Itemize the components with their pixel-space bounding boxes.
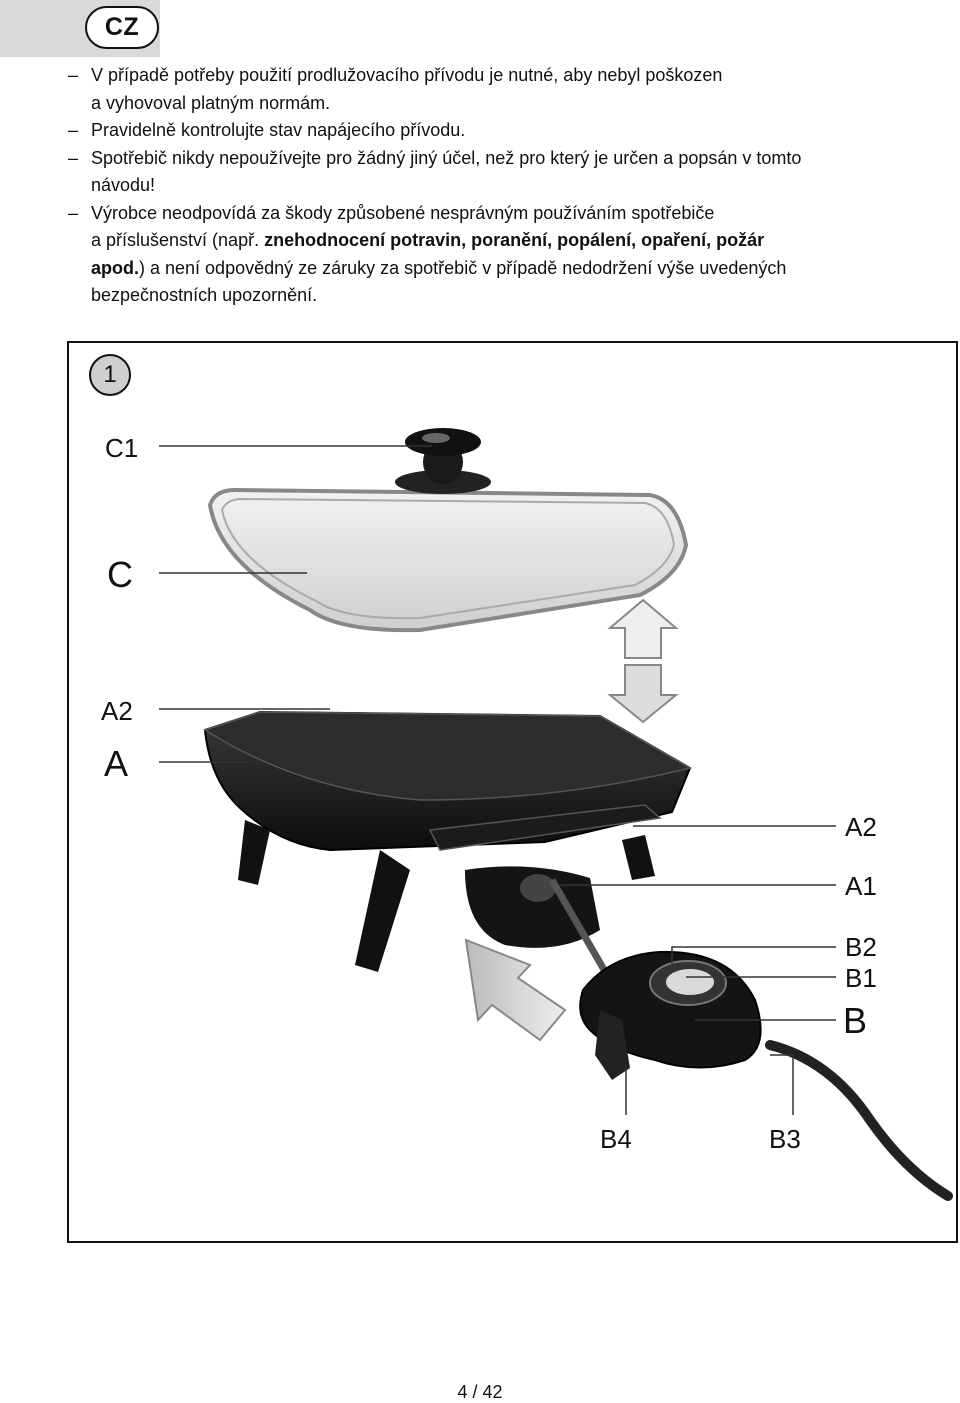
bullet-text-bold: znehodnocení potravin, poranění, popálen…: [264, 230, 765, 250]
bullet-dash: –: [68, 120, 79, 140]
bullet-line: apod.) a není odpovědný ze záruky za spo…: [91, 255, 960, 283]
glass-lid: [207, 428, 689, 633]
label-c: C: [107, 554, 133, 595]
bullet-line: Spotřebič nikdy nepoužívejte pro žádný j…: [91, 145, 960, 173]
label-b1: B1: [845, 963, 877, 993]
bullet-dash: –: [68, 65, 79, 85]
insert-arrow: [464, 938, 567, 1042]
label-a1: A1: [845, 871, 877, 901]
pan: [203, 710, 692, 972]
bullet-text: bezpečnostních upozornění.: [91, 285, 318, 305]
bullet-text: Spotřebič nikdy nepoužívejte pro žádný j…: [91, 147, 802, 168]
label-b4: B4: [600, 1124, 632, 1154]
bullet-line: návodu!: [91, 172, 960, 200]
safety-bullet: –Výrobce neodpovídá za škody způsobené n…: [68, 200, 960, 310]
bullet-line: V případě potřeby použití prodlužovacího…: [91, 62, 960, 90]
language-tab: CZ: [0, 0, 160, 57]
bullet-text-bold: apod.: [91, 257, 139, 278]
bullet-text: Výrobce neodpovídá za škody způsobené ne…: [91, 202, 715, 223]
label-b: B: [843, 1000, 868, 1041]
safety-bullet: –V případě potřeby použití prodlužovacíh…: [68, 62, 960, 117]
safety-bullet-list: –V případě potřeby použití prodlužovacíh…: [68, 62, 960, 310]
bullet-text: a vyhovoval platným normám.: [91, 92, 331, 113]
label-b2: B2: [845, 932, 877, 962]
figure-number: 1: [89, 354, 131, 396]
label-a2-left: A2: [101, 696, 133, 726]
label-c1: C1: [105, 433, 139, 463]
bullet-text: a příslušenství (např.: [91, 230, 265, 250]
bullet-line: bezpečnostních upozornění.: [91, 282, 960, 310]
bullet-text: Pravidelně kontrolujte stav napájecího p…: [91, 120, 466, 140]
figure-frame: [67, 341, 958, 1243]
bullet-line: Pravidelně kontrolujte stav napájecího p…: [91, 117, 960, 145]
label-a2-right: A2: [845, 812, 877, 842]
page-number: 4 / 42: [457, 1382, 503, 1402]
bullet-dash: –: [68, 147, 79, 168]
label-a-left: A: [104, 743, 129, 784]
bullet-dash: –: [68, 202, 79, 223]
bullet-text: návodu!: [91, 175, 156, 195]
bullet-line: a vyhovoval platným normám.: [91, 90, 960, 118]
bullet-text: ) a není odpovědný ze záruky za spotřebi…: [139, 257, 787, 278]
bullet-line: Výrobce neodpovídá za škody způsobené ne…: [91, 200, 960, 228]
thermostat: [548, 878, 953, 1201]
bullet-line: a příslušenství (např. znehodnocení potr…: [91, 227, 960, 255]
lift-arrow: [607, 598, 679, 724]
safety-bullet: –Pravidelně kontrolujte stav napájecího …: [68, 117, 960, 145]
bullet-text: V případě potřeby použití prodlužovacího…: [91, 65, 723, 85]
callout-lines: [159, 445, 836, 1115]
safety-bullet: –Spotřebič nikdy nepoužívejte pro žádný …: [68, 145, 960, 200]
language-badge: CZ: [85, 6, 159, 49]
label-b3: B3: [769, 1124, 801, 1154]
